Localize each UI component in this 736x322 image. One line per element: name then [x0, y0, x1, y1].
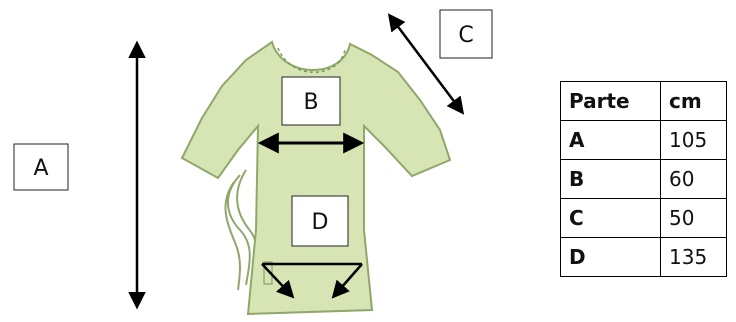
label-c: C — [439, 9, 493, 59]
label-b: B — [281, 76, 341, 126]
label-a: A — [13, 143, 69, 191]
table-cell-value: 60 — [660, 159, 727, 199]
arrow-c — [387, 13, 465, 115]
label-d-text: D — [312, 210, 329, 235]
label-d: D — [291, 195, 349, 247]
table-row: A 105 — [560, 120, 727, 160]
table-cell-value: 135 — [660, 237, 727, 277]
label-a-text: A — [33, 156, 48, 181]
table-header-cell: cm — [660, 81, 727, 121]
table-header-cell: Parte — [560, 81, 661, 121]
label-c-text: C — [458, 23, 473, 48]
table-row: B 60 — [560, 159, 727, 199]
table-cell-value: 105 — [660, 120, 727, 160]
arrow-d — [261, 262, 363, 299]
table-row: D 135 — [560, 237, 727, 277]
measurement-table: Parte cm A 105 B 60 C 50 D 135 — [560, 81, 727, 277]
label-b-text: B — [303, 90, 318, 115]
table-cell-part: A — [560, 120, 661, 160]
table-cell-part: C — [560, 198, 661, 238]
neckline-stitch — [277, 47, 346, 73]
table-cell-part: D — [560, 237, 661, 277]
table-row: C 50 — [560, 198, 727, 238]
table-header-row: Parte cm — [560, 81, 727, 121]
table-cell-value: 50 — [660, 198, 727, 238]
table-cell-part: B — [560, 159, 661, 199]
